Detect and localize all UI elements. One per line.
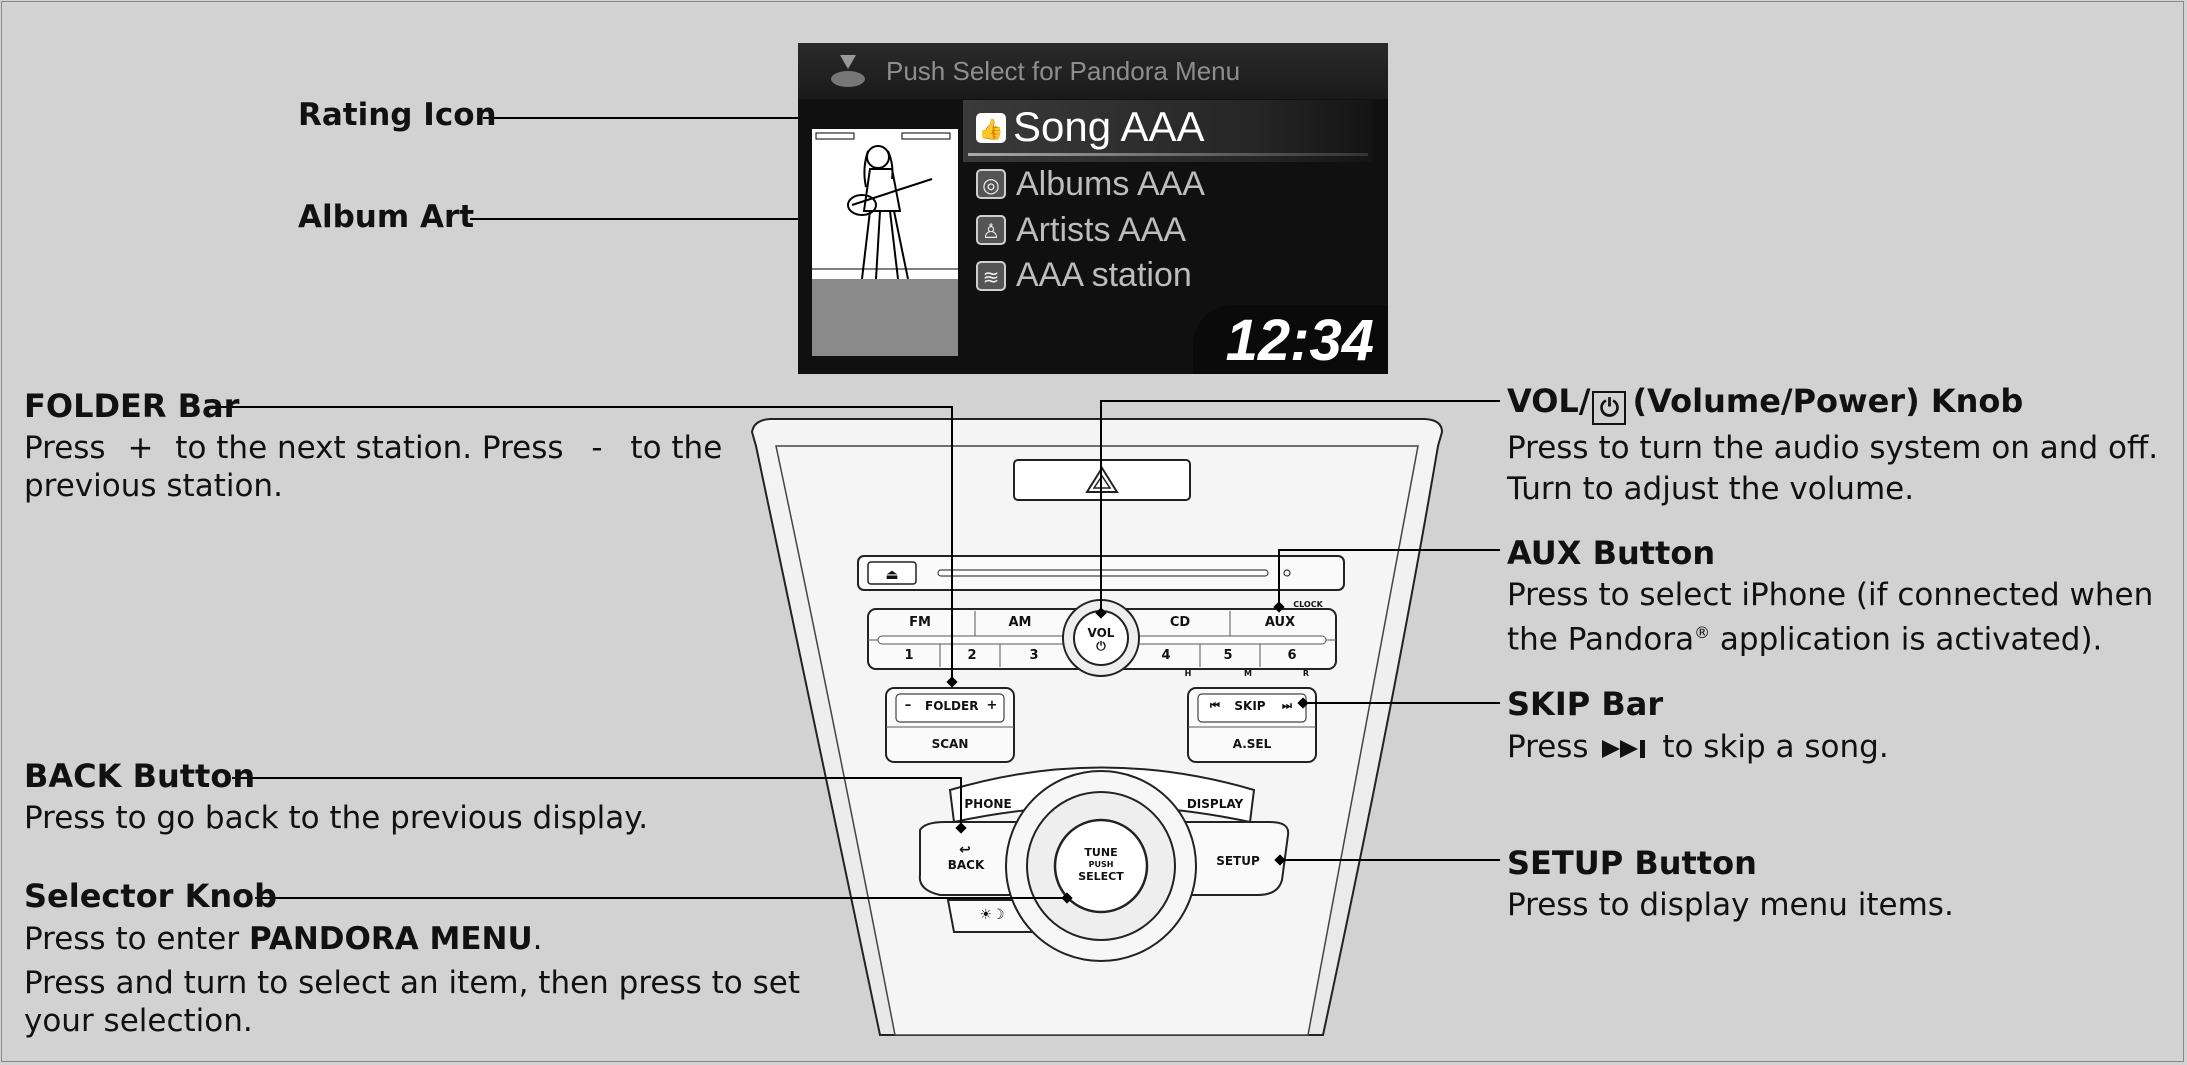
leader-folder — [220, 406, 953, 682]
selector-knob-title: Selector Knob — [24, 877, 278, 915]
vol-knob-title: VOL/⏻(Volume/Power) Knob — [1507, 383, 2023, 425]
preset-label-m: M — [1244, 669, 1252, 678]
setup-button-label[interactable]: SETUP — [1216, 854, 1260, 868]
folder-desc-plus: + — [127, 430, 154, 466]
registered-mark: ® — [1694, 623, 1711, 642]
vol-knob-desc: Press to turn the audio system on and of… — [1507, 430, 2159, 507]
screen-header-text: Push Select for Pandora Menu — [886, 56, 1241, 86]
aux-desc-b: application is activated). — [1710, 621, 2103, 658]
station-icon: ≋ — [976, 261, 1006, 291]
station-name: AAA station — [1016, 256, 1192, 294]
preset-3[interactable]: 3 — [1029, 648, 1039, 663]
skip-forward-icon — [1602, 740, 1646, 758]
preset-2[interactable]: 2 — [967, 648, 977, 663]
guitarist-illustration — [812, 132, 958, 280]
selector-desc1-a: Press to enter — [24, 921, 249, 957]
brightness-button-label[interactable]: ☀☽ — [979, 907, 1005, 923]
aux-button-title: AUX Button — [1507, 534, 1716, 572]
vol-label[interactable]: VOL — [1087, 626, 1115, 640]
preset-label-r: R — [1302, 669, 1310, 678]
folder-desc-minus: - — [591, 430, 603, 466]
phone-button[interactable]: PHONE — [964, 797, 1012, 811]
aux-desc-a: Press to select iPhone (if connected whe… — [1507, 577, 2154, 658]
folder-desc-b: to the next station. Press — [175, 430, 564, 466]
thumbs-up-icon: 👍 — [976, 113, 1006, 143]
display-button[interactable]: DISPLAY — [1186, 797, 1244, 811]
song-title: Song AAA — [1013, 103, 1205, 150]
clock-label: CLOCK — [1293, 600, 1323, 609]
leader-back — [232, 777, 962, 828]
skip-bar-desc: Press to skip a song. — [1507, 728, 2172, 766]
rating-icon-label: Rating Icon — [298, 97, 497, 133]
preset-1[interactable]: 1 — [904, 648, 914, 663]
back-arrow-icon: ↩ — [959, 842, 971, 858]
aux-button[interactable]: AUX — [1264, 615, 1296, 630]
folder-plus-button[interactable]: + — [986, 698, 998, 713]
folder-minus-button[interactable]: – — [904, 698, 912, 713]
back-button-desc: Press to go back to the previous display… — [24, 800, 649, 836]
skip-forward-button[interactable]: ⏭ — [1282, 699, 1292, 712]
scan-button[interactable]: SCAN — [931, 737, 969, 751]
fm-button[interactable]: FM — [909, 615, 931, 630]
folder-bar-title: FOLDER Bar — [24, 387, 240, 425]
skip-desc-a: Press — [1507, 729, 1589, 765]
vol-power-icon: ⏻ — [1096, 639, 1106, 653]
skip-bar-title: SKIP Bar — [1507, 685, 1664, 723]
leader-aux — [1278, 549, 1500, 607]
album-name: Albums AAA — [1016, 165, 1205, 203]
leader-vol — [1100, 400, 1500, 613]
clock-time: 12:34 — [1225, 308, 1374, 373]
pandora-icon — [831, 55, 865, 87]
album-art-label: Album Art — [298, 199, 475, 235]
power-icon: ⏻ — [1592, 391, 1627, 425]
setup-button-desc: Press to display menu items. — [1507, 887, 1954, 923]
screen-header — [798, 43, 1388, 99]
eject-button — [867, 561, 917, 585]
artist-icon: ♙ — [976, 215, 1006, 245]
folder-bar-desc: Press + to the next station. Press - to … — [24, 429, 724, 505]
back-button-title: BACK Button — [24, 757, 256, 795]
selector-knob — [1053, 818, 1149, 914]
skip-back-button[interactable]: ⏮ — [1210, 699, 1220, 712]
selector-desc1-c: . — [532, 921, 543, 957]
am-button[interactable]: AM — [1008, 615, 1032, 630]
folder-desc-c: to the previous station. — [24, 430, 723, 504]
album-art-floor — [812, 279, 958, 356]
cd-button[interactable]: CD — [1169, 615, 1191, 630]
setup-button-title: SETUP Button — [1507, 844, 1757, 882]
album-disc-icon: ◎ — [976, 169, 1006, 199]
eject-icon: ⏏ — [885, 567, 898, 583]
select-label: SELECT — [1078, 870, 1124, 883]
preset-label-h: H — [1184, 669, 1192, 678]
folder-label: FOLDER — [925, 699, 979, 713]
cd-slot — [937, 569, 1269, 577]
vol-title-a: VOL/ — [1507, 382, 1591, 420]
back-button-label[interactable]: BACK — [947, 858, 985, 872]
push-label: PUSH — [1088, 860, 1114, 869]
display-screen: Push Select for Pandora Menu 👍 Song AAA — [798, 43, 1388, 374]
skip-label: SKIP — [1234, 699, 1266, 713]
vol-title-b: (Volume/Power) Knob — [1632, 382, 2024, 420]
folder-desc-a: Press — [24, 430, 106, 466]
skip-desc-b: to skip a song. — [1662, 729, 1889, 765]
preset-5[interactable]: 5 — [1223, 648, 1233, 663]
asel-button[interactable]: A.SEL — [1232, 737, 1272, 751]
album-art — [812, 129, 958, 356]
pandora-menu-label: PANDORA MENU — [248, 921, 533, 957]
artist-name: Artists AAA — [1016, 211, 1187, 249]
preset-4[interactable]: 4 — [1161, 648, 1171, 663]
tune-label: TUNE — [1084, 846, 1118, 859]
selector-knob-desc2: Press and turn to select an item, then p… — [24, 965, 800, 1039]
song-bar — [963, 100, 1373, 162]
aux-button-desc: Press to select iPhone (if connected whe… — [1507, 576, 2172, 658]
preset-6[interactable]: 6 — [1287, 648, 1297, 663]
selector-knob-desc1: Press to enter PANDORA MENU. — [24, 920, 824, 958]
